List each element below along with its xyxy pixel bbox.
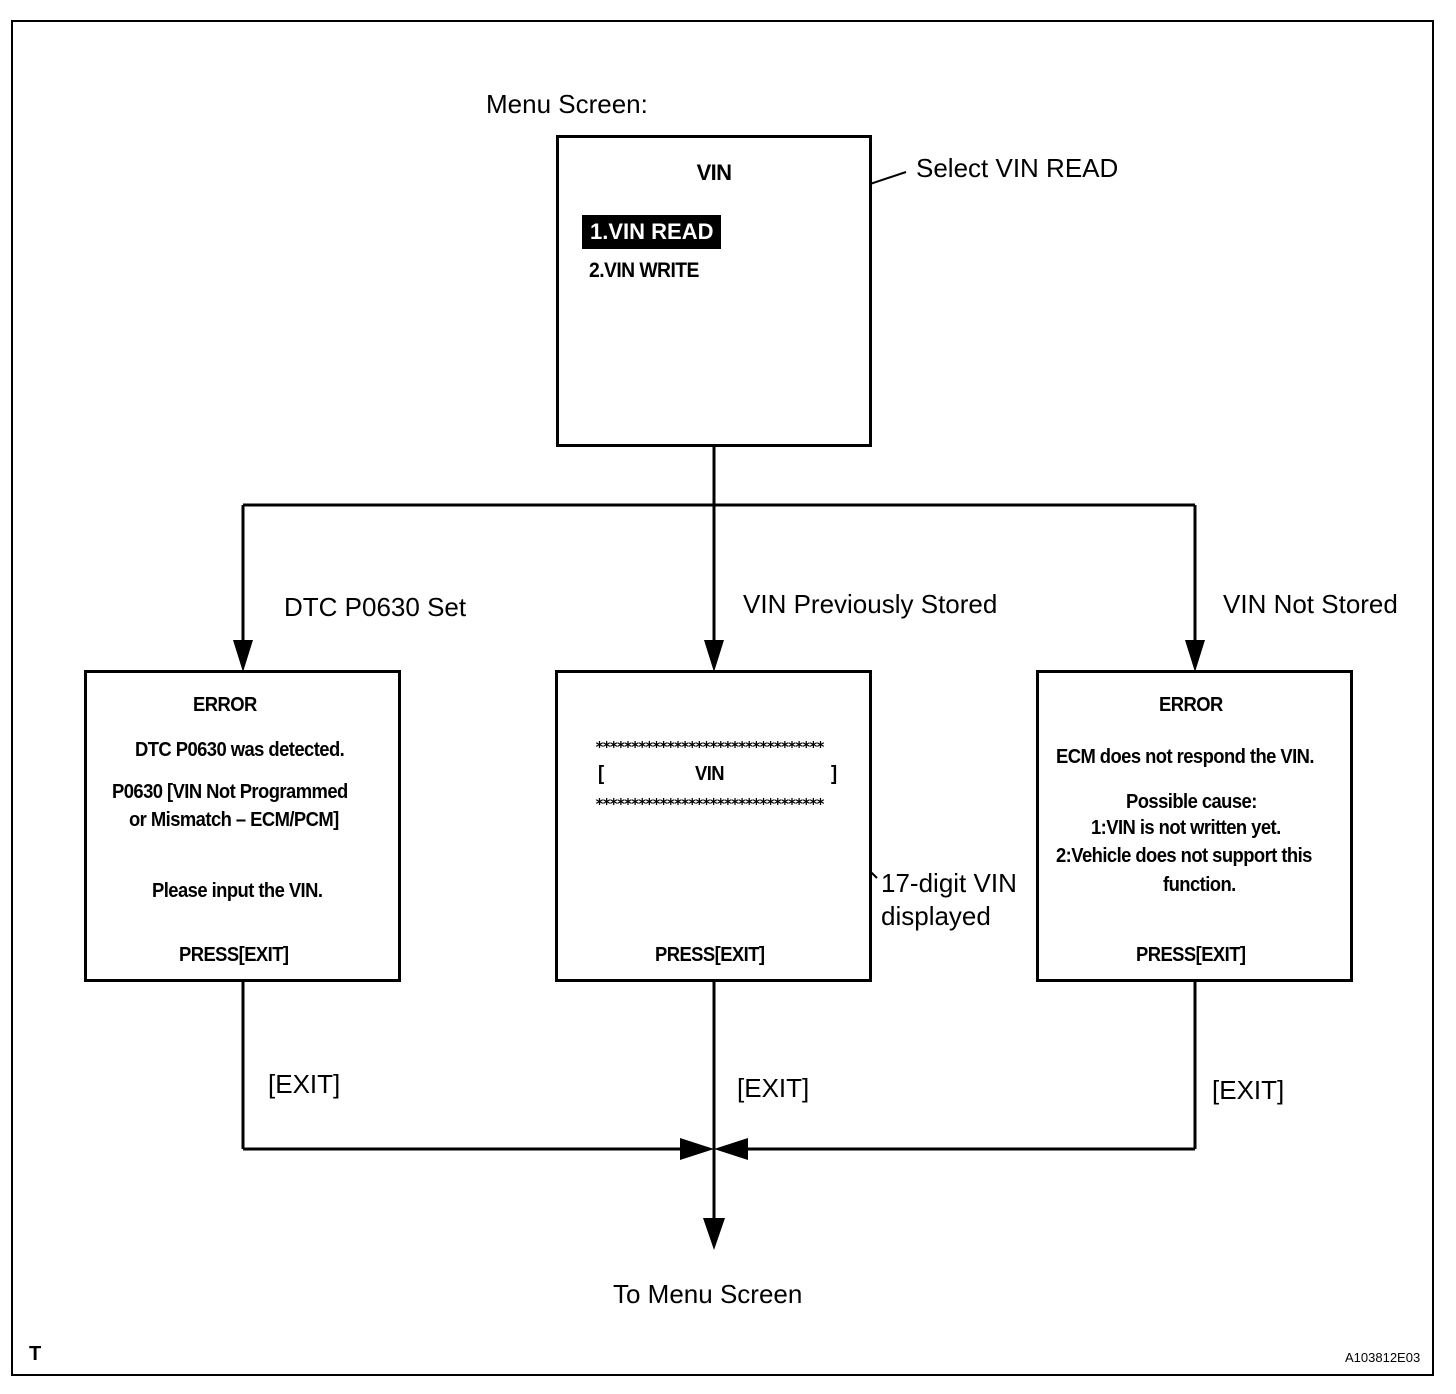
vin-note-line1: 17-digit VIN <box>881 868 1017 898</box>
vin-note-line2: displayed <box>881 901 991 931</box>
vin-not-stored-error-box: ERROR ECM does not respond the VIN. Poss… <box>1036 670 1353 982</box>
dtc-error-screen-box: ERROR DTC P0630 was detected. P0630 [VIN… <box>84 670 401 982</box>
left-branch-arrow <box>233 640 253 672</box>
figure-code: A103812E03 <box>1345 1350 1421 1365</box>
vin-value: VIN <box>695 763 725 785</box>
branch-label-vin-stored: VIN Previously Stored <box>743 589 998 619</box>
right-branch-arrow <box>1185 640 1205 672</box>
menu-item-vin-write[interactable]: 2.VIN WRITE <box>589 259 699 282</box>
right-error-line5: function. <box>1163 874 1236 896</box>
exit-label-middle: [EXIT] <box>737 1073 810 1103</box>
menu-title: VIN <box>696 160 732 185</box>
menu-screen-label: Menu Screen: <box>486 89 648 119</box>
exit-label-right: [EXIT] <box>1212 1075 1285 1105</box>
select-vin-read-note: Select VIN READ <box>916 153 1119 183</box>
right-error-line2: Possible cause: <box>1126 791 1257 813</box>
bracket-close: ] <box>831 763 837 785</box>
menu-screen-box: VIN 1.VIN READ 2.VIN WRITE <box>556 135 872 447</box>
left-press-exit[interactable]: PRESS[EXIT] <box>179 944 289 966</box>
left-error-line3: or Mismatch – ECM/PCM] <box>129 809 339 831</box>
vin-stored-screen-box: ******************************** [ VIN ]… <box>555 670 872 982</box>
right-press-exit[interactable]: PRESS[EXIT] <box>1136 944 1246 966</box>
branch-label-dtc-set: DTC P0630 Set <box>284 592 467 622</box>
left-error-line4: Please input the VIN. <box>152 880 323 902</box>
left-error-line1: DTC P0630 was detected. <box>135 739 345 761</box>
diagram-frame <box>11 20 1434 1376</box>
to-menu-arrow <box>703 1218 725 1250</box>
right-error-line4: 2:Vehicle does not support this <box>1056 845 1312 867</box>
stars-top: ******************************** <box>595 738 825 756</box>
right-error-title: ERROR <box>1159 694 1223 716</box>
right-error-line3: 1:VIN is not written yet. <box>1091 817 1281 839</box>
left-error-line2: P0630 [VIN Not Programmed <box>112 781 348 803</box>
branch-label-vin-not-stored: VIN Not Stored <box>1223 589 1398 619</box>
left-error-title: ERROR <box>193 694 257 716</box>
right-error-line1: ECM does not respond the VIN. <box>1056 746 1315 768</box>
middle-branch-arrow <box>704 640 724 672</box>
menu-item-vin-read[interactable]: 1.VIN READ <box>582 215 722 249</box>
bracket-open: [ <box>598 763 604 785</box>
corner-mark: T <box>29 1343 42 1365</box>
left-return-arrow <box>680 1138 714 1160</box>
to-menu-screen-label: To Menu Screen <box>613 1279 803 1309</box>
right-return-arrow <box>714 1138 748 1160</box>
stars-bottom: ******************************** <box>595 795 825 813</box>
exit-label-left: [EXIT] <box>268 1069 341 1099</box>
middle-press-exit[interactable]: PRESS[EXIT] <box>655 944 765 966</box>
